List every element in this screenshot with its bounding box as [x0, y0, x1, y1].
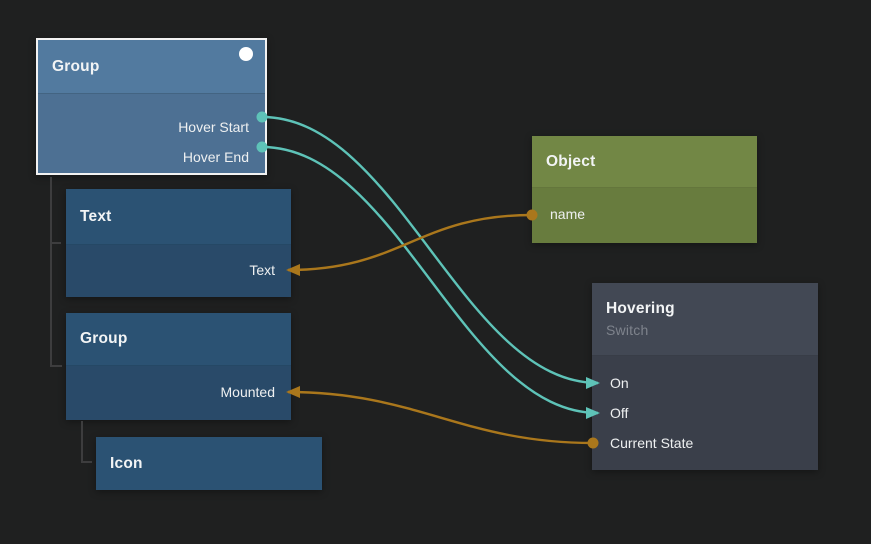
node-title: Group	[80, 330, 128, 347]
node-body: Hover Start Hover End	[38, 94, 265, 173]
node-header[interactable]: Object	[532, 136, 757, 188]
port-label: On	[610, 375, 629, 391]
node-icon[interactable]: Icon	[96, 437, 322, 490]
node-header[interactable]: Group	[66, 313, 291, 366]
node-header[interactable]: Group	[38, 40, 265, 94]
node-group-child[interactable]: Group Mounted	[66, 313, 291, 420]
hierarchy-line-group1-group2	[50, 177, 62, 367]
node-object[interactable]: Object name	[532, 136, 757, 243]
port-on[interactable]: On	[592, 373, 818, 393]
node-title: Group	[52, 57, 100, 75]
port-label: name	[550, 206, 586, 222]
node-subtitle: Switch	[606, 322, 649, 338]
port-name[interactable]: name	[532, 204, 757, 224]
port-hover-start[interactable]: Hover Start	[38, 117, 265, 137]
node-group-selected[interactable]: Group Hover Start Hover End	[36, 38, 267, 175]
port-label: Text	[249, 262, 275, 278]
port-label: Mounted	[220, 384, 275, 400]
node-title: Text	[80, 207, 112, 225]
connection-current-state-to-mounted[interactable]	[286, 386, 594, 445]
port-off[interactable]: Off	[592, 403, 818, 423]
node-title: Hovering	[606, 300, 675, 317]
port-text[interactable]: Text	[66, 260, 291, 280]
port-label: Current State	[610, 435, 694, 451]
port-label: Off	[610, 405, 629, 421]
port-current-state[interactable]: Current State	[592, 433, 818, 453]
port-label: Hover Start	[178, 119, 249, 135]
hierarchy-line-group2-icon	[81, 421, 92, 463]
node-header[interactable]: Hovering Switch	[592, 283, 818, 356]
port-mounted[interactable]: Mounted	[66, 382, 291, 402]
node-header[interactable]: Text	[66, 189, 291, 245]
health-dot-icon	[239, 47, 253, 61]
node-title: Object	[546, 152, 596, 170]
port-label: Hover End	[182, 149, 249, 165]
connection-name-to-text[interactable]	[286, 213, 533, 276]
node-title: Icon	[110, 454, 143, 472]
node-hovering-switch[interactable]: Hovering Switch On Off Current State	[592, 283, 818, 470]
node-text[interactable]: Text Text	[66, 189, 291, 297]
node-header[interactable]: Icon	[96, 437, 322, 490]
port-hover-end[interactable]: Hover End	[38, 147, 265, 167]
